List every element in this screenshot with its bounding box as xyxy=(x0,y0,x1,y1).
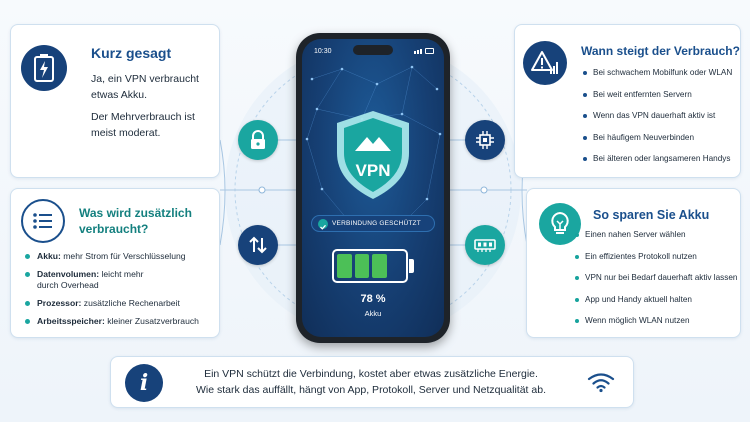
connection-status-badge: VERBINDUNG GESCHÜTZT xyxy=(311,215,435,232)
wifi-icon xyxy=(587,373,615,393)
summary-line-1: Ja, ein VPN verbraucht etwas Akku. xyxy=(91,73,199,101)
list-item: Bei häufigem Neuverbinden xyxy=(581,133,732,144)
camera-notch xyxy=(353,45,393,55)
info-banner: i Ein VPN schützt die Verbindung, kostet… xyxy=(110,356,634,408)
list-item: App und Handy aktuell halten xyxy=(573,295,737,306)
shield-label: VPN xyxy=(355,161,391,180)
list-item: Wenn das VPN dauerhaft aktiv ist xyxy=(581,111,732,122)
battery-gauge xyxy=(332,249,408,283)
list-item: Wenn möglich WLAN nutzen xyxy=(573,316,737,327)
list-item: Akku: mehr Strom für Verschlüsselung xyxy=(25,251,215,262)
battery-segment xyxy=(337,254,352,278)
summary-card: Kurz gesagt Ja, ein VPN verbraucht etwas… xyxy=(10,24,220,178)
list-item: Ein effizientes Protokoll nutzen xyxy=(573,252,737,263)
increase-title: Wann steigt der Verbrauch? xyxy=(581,44,740,58)
list-item: Prozessor: zusätzliche Rechenarbeit xyxy=(25,298,215,309)
battery-percent: 78 % xyxy=(360,293,386,305)
info-icon: i xyxy=(125,364,163,402)
list-item: Arbeitsspeicher: kleiner Zusatzverbrauch xyxy=(25,316,215,327)
signal-indicators xyxy=(414,48,434,54)
battery-segment xyxy=(354,254,369,278)
battery-icon xyxy=(21,45,67,91)
list-item: Datenvolumen: leicht mehr durch Overhead xyxy=(25,269,155,291)
battery-segment xyxy=(372,254,387,278)
info-line-1: Ein VPN schützt die Verbindung, kostet a… xyxy=(204,368,538,380)
processor-icon xyxy=(465,120,505,160)
list-icon xyxy=(21,199,65,243)
checkmark-icon xyxy=(318,219,328,230)
lightbulb-icon xyxy=(539,203,581,245)
list-item: Einen nahen Server wählen xyxy=(573,230,737,241)
list-item: Bei älteren oder langsameren Handys xyxy=(581,154,732,165)
battery-label: Akku xyxy=(364,309,382,318)
battery-terminal xyxy=(409,259,414,273)
saving-list: Einen nahen Server wählen Ein effiziente… xyxy=(573,230,737,327)
summary-line-2: Der Mehrverbrauch ist meist moderat. xyxy=(91,111,195,139)
list-item: Bei weit entfernten Servern xyxy=(581,90,732,101)
summary-title: Kurz gesagt xyxy=(91,45,172,61)
warning-signal-icon xyxy=(523,41,567,85)
consumption-title: Was wird zusätzlich verbraucht? xyxy=(79,206,192,236)
battery-fill xyxy=(337,254,388,278)
transfer-arrows-icon xyxy=(238,225,278,265)
connection-status-text: VERBINDUNG GESCHÜTZT xyxy=(332,220,421,227)
consumption-card: Was wird zusätzlich verbraucht? Akku: me… xyxy=(10,188,220,338)
info-line-2: Wie stark das auffällt, hängt von App, P… xyxy=(195,384,546,396)
list-item: Bei schwachem Mobilfunk oder WLAN xyxy=(581,68,732,79)
lock-icon xyxy=(238,120,278,160)
vpn-shield-icon xyxy=(337,111,409,199)
saving-card: So sparen Sie Akku Einen nahen Server wä… xyxy=(526,188,741,338)
list-item: VPN nur bei Bedarf dauerhaft aktiv lasse… xyxy=(573,273,737,284)
smartphone: 10:30 VPN VERBINDUNG GESCHÜTZT 78 % xyxy=(296,33,450,343)
status-time: 10:30 xyxy=(314,48,332,55)
consumption-list: Akku: mehr Strom für Verschlüsselung Dat… xyxy=(25,251,215,327)
saving-title: So sparen Sie Akku xyxy=(593,208,710,222)
increase-list: Bei schwachem Mobilfunk oder WLAN Bei we… xyxy=(581,68,732,165)
phone-screen: 10:30 VPN VERBINDUNG GESCHÜTZT 78 % xyxy=(302,39,444,337)
increase-card: Wann steigt der Verbrauch? Bei schwachem… xyxy=(514,24,741,178)
memory-icon xyxy=(465,225,505,265)
